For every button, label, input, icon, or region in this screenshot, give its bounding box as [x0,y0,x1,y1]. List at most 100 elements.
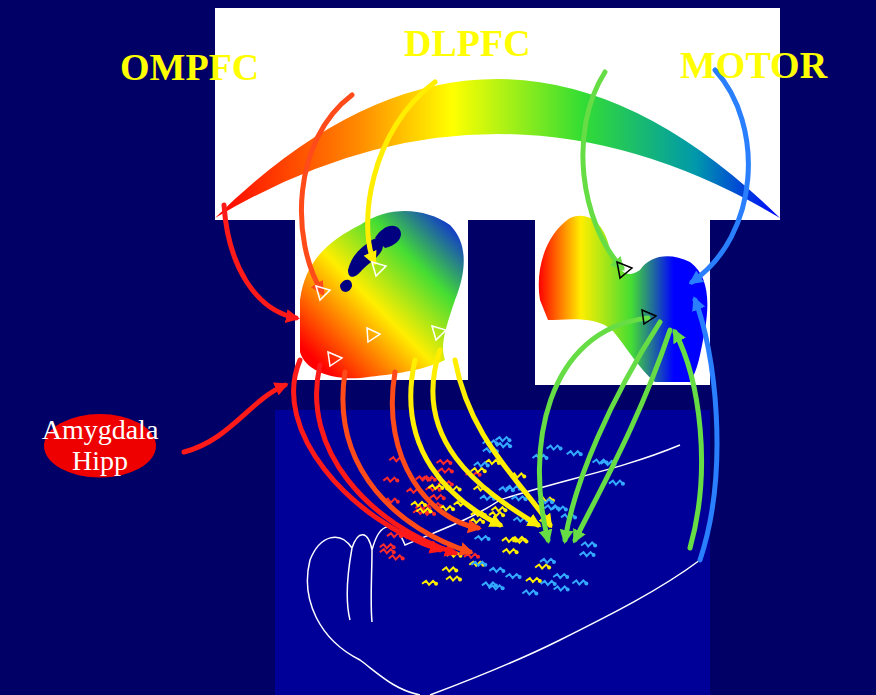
cell-body [508,438,512,442]
cell-body [550,500,554,504]
cell-body [545,456,549,460]
dopamine-cell [411,502,425,506]
dopamine-cell [422,581,436,585]
dopamine-cell [552,507,566,511]
dopamine-cell [389,555,403,559]
dopamine-cell [438,469,452,473]
cell-body [481,520,485,524]
cell-body [458,578,462,582]
cell-body [547,566,551,570]
dopamine-cell [489,512,503,516]
dopamine-cell [428,485,442,489]
dopamine-cell [572,580,586,584]
dopamine-cell [471,562,485,566]
cell-body [501,569,505,573]
cell-body [428,510,432,514]
dopamine-cell [541,581,555,585]
cell-body [559,447,563,451]
cell-body [566,588,570,592]
dopamine-cell [506,574,520,578]
cell-body [592,553,596,557]
cell-body [395,479,399,483]
cell-body [392,545,396,549]
region-label: OMPFC [120,48,259,86]
cell-body [508,444,512,448]
cell-body [495,441,499,445]
dopamine-cell [380,549,394,553]
dopamine-cell [581,542,595,546]
cell-body [396,500,400,504]
dopamine-cell [554,587,568,591]
dopamine-cell [593,460,607,464]
region-label: DLPFC [404,24,531,62]
dopamine-cell [609,481,623,485]
cell-body [476,555,480,559]
cell-body [621,482,625,486]
region-label: MOTOR [680,46,827,84]
cell-body [534,591,538,595]
cell-body [458,554,462,558]
cell-body [450,482,454,486]
cell-body [483,469,487,473]
dopamine-cell [512,496,526,500]
cell-body [564,508,568,512]
cell-body [442,496,446,500]
cell-body [579,452,583,456]
cell-body [458,488,462,492]
cell-body [401,556,405,560]
dopamine-cell [489,568,503,572]
dopamine-cell [469,519,483,523]
cell-body [487,537,491,541]
cell-body [515,550,519,554]
cell-body [573,515,577,519]
dopamine-cell [496,437,510,441]
cell-body [503,508,507,512]
cell-body [523,538,527,542]
dopamine-cell [416,509,430,513]
cell-body [565,575,569,579]
cell-body [432,512,436,516]
dopamine-cell [535,565,549,569]
dopamine-cell [442,568,456,572]
dopamine-cell [511,537,525,541]
cell-body [428,477,432,481]
dopamine-cell [430,495,444,499]
cell-body [486,463,490,467]
cell-body [593,543,597,547]
cell-body [605,461,609,465]
dopamine-cell [567,451,581,455]
node-text: Amygdala Hipp [24,415,176,477]
cell-body [451,507,455,511]
dopamine-cell [553,574,567,578]
dopamine-cell [540,559,554,563]
dopamine-cell [580,552,594,556]
cell-body [501,513,505,517]
cell-body [584,581,588,585]
cell-body [501,586,505,590]
cell-body [478,473,482,477]
cell-body [448,461,452,465]
cell-body [450,470,454,474]
dopamine-cell [446,577,460,581]
dopamine-cell [471,468,485,472]
cell-body [433,478,437,482]
cell-body [454,569,458,573]
cell-body [423,503,427,507]
cell-body [483,563,487,567]
dopamine-cell [416,476,430,480]
dopamine-cell [499,487,513,491]
ellipse-node: Amygdala Hipp [24,412,176,480]
dopamine-cell [436,460,450,464]
cell-body [522,474,526,478]
dopamine-cell [503,549,517,553]
dopamine-cell [522,590,536,594]
dopamine-cell [380,544,394,548]
dopamine-cell [526,578,540,582]
dopamine-cell [474,462,488,466]
dopamine-cell [475,536,489,540]
cell-body [552,560,556,564]
dopamine-cell [383,478,397,482]
dopamine-cell [491,507,505,511]
